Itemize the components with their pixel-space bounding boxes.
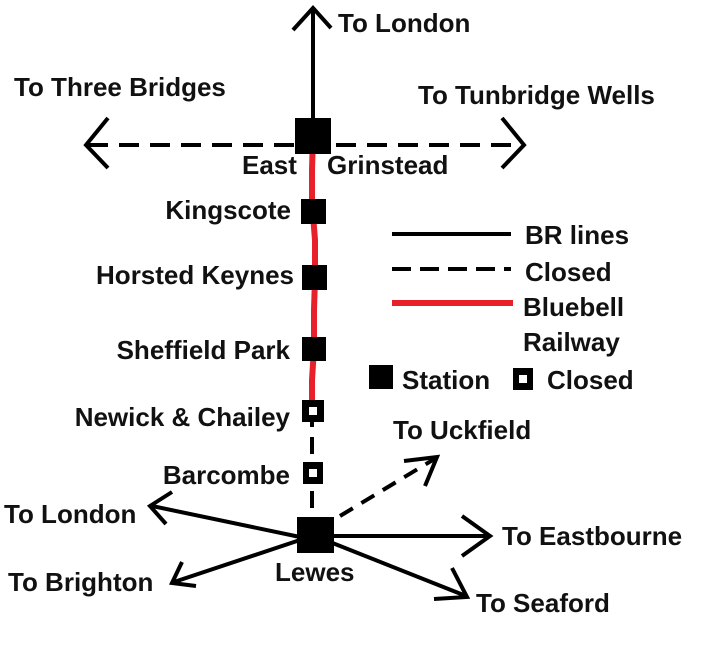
label-lewes: Lewes (275, 557, 355, 587)
legend-label-closed-line: Closed (525, 257, 612, 287)
station-lewes (297, 517, 334, 553)
label-kingscote: Kingscote (165, 195, 291, 225)
line-to-london-west (146, 490, 301, 539)
label-to-london-west: To London (4, 499, 136, 529)
label-horsted-keynes: Horsted Keynes (96, 260, 294, 290)
line-to-eastbourne (330, 514, 494, 558)
station-east-grinstead (295, 118, 331, 154)
legend (369, 232, 533, 390)
station-sheffield-park (302, 337, 326, 361)
label-to-london-north: To London (338, 8, 470, 38)
label-east-grinstead-left: East (242, 150, 297, 180)
label-sheffield-park: Sheffield Park (117, 335, 291, 365)
bluebell-railway-line (309, 132, 318, 413)
label-east-grinstead-right: Grinstead (327, 150, 448, 180)
label-to-three-bridges: To Three Bridges (14, 72, 226, 102)
station-newick-chailey-closed (302, 400, 324, 422)
legend-label-closed-station: Closed (547, 365, 634, 395)
station-kingscote (301, 199, 326, 224)
legend-label-bluebell: Bluebell (523, 292, 624, 322)
legend-label-railway: Railway (523, 327, 620, 357)
legend-closed-station-symbol (513, 368, 533, 390)
label-to-tunbridge-wells: To Tunbridge Wells (418, 80, 655, 110)
label-to-eastbourne: To Eastbourne (502, 521, 682, 551)
line-to-london-north (291, 5, 333, 135)
line-to-brighton (169, 538, 301, 588)
legend-label-br-lines: BR lines (525, 220, 629, 250)
label-to-brighton: To Brighton (8, 567, 153, 597)
label-to-uckfield: To Uckfield (393, 415, 531, 445)
label-barcombe: Barcombe (163, 460, 290, 490)
station-horsted-keynes (302, 265, 327, 290)
label-newick-chailey: Newick & Chailey (75, 402, 291, 432)
station-barcombe-closed (303, 462, 323, 484)
legend-label-station: Station (402, 365, 490, 395)
line-to-seaford (329, 540, 471, 601)
legend-station-symbol (369, 365, 393, 389)
label-to-seaford: To Seaford (476, 588, 610, 618)
closed-line-to-uckfield (338, 454, 441, 518)
